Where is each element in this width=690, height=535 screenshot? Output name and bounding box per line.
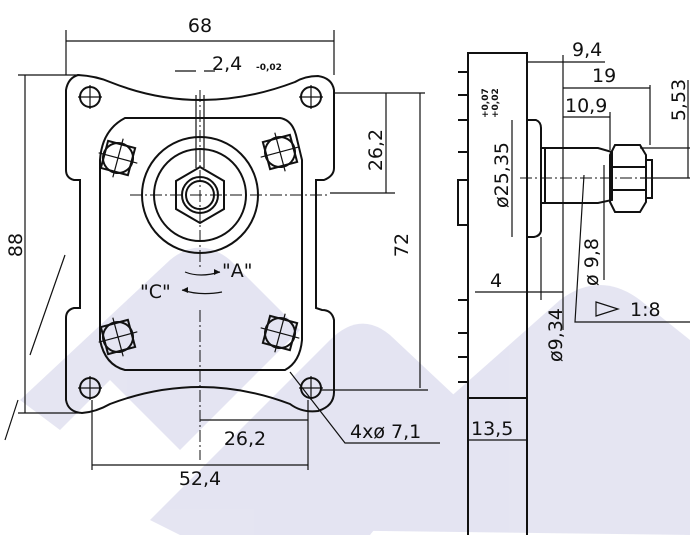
dim-10-9: 10,9 — [565, 95, 607, 117]
front-view: "A" "C" 68 88 2,4 -0,02 26,2 72 26,2 52,… — [4, 15, 440, 490]
dim-height: 88 — [5, 233, 27, 257]
dim-shaft-base-diameter: ø9,34 — [545, 308, 567, 362]
rotation-arrows: "A" "C" — [140, 260, 252, 303]
dim-4: 4 — [490, 270, 502, 292]
dim-thickness: 13,5 — [471, 418, 513, 440]
dim-shaft-diameter: ø 9,8 — [581, 238, 603, 286]
front-dimensions: 68 88 2,4 -0,02 26,2 72 26,2 52,4 4xø 7,… — [4, 15, 440, 490]
dim-lower-offset: 26,2 — [224, 428, 266, 450]
pilot-tolerance-upper: +0,07 — [481, 88, 491, 118]
rotation-label-c: "C" — [140, 281, 171, 303]
taper-icon — [595, 301, 620, 317]
pilot-tolerance-lower: +0,02 — [491, 88, 501, 118]
dim-upper-offset: 26,2 — [365, 129, 387, 171]
dim-key-tolerance: -0,02 — [256, 63, 282, 73]
dim-9-4: 9,4 — [572, 39, 602, 61]
dim-holes: 4xø 7,1 — [350, 421, 421, 443]
side-dimensions: 9,4 19 10,9 5,53 ø25,35 +0,07 +0,02 4 ø9… — [468, 39, 690, 441]
dim-key-width: 2,4 — [212, 53, 242, 75]
dim-hole-spacing-horizontal: 52,4 — [179, 468, 221, 490]
pump-body-outline — [99, 117, 303, 371]
dim-taper: 1:8 — [630, 299, 661, 321]
dim-pilot-diameter: ø25,35 — [491, 142, 513, 208]
dim-hole-spacing-vertical: 72 — [391, 233, 413, 257]
shaft-assembly — [130, 90, 330, 460]
shaft — [540, 147, 613, 204]
dim-19: 19 — [592, 65, 616, 87]
dim-width: 68 — [188, 15, 212, 37]
nut — [609, 144, 653, 213]
side-view: 9,4 19 10,9 5,53 ø25,35 +0,07 +0,02 4 ø9… — [457, 39, 690, 535]
dim-5-53: 5,53 — [668, 79, 690, 121]
rotation-label-a: "A" — [222, 260, 252, 282]
bolts — [98, 132, 300, 357]
watermark-logo — [20, 247, 690, 535]
mounting-flange-outline — [65, 73, 335, 415]
